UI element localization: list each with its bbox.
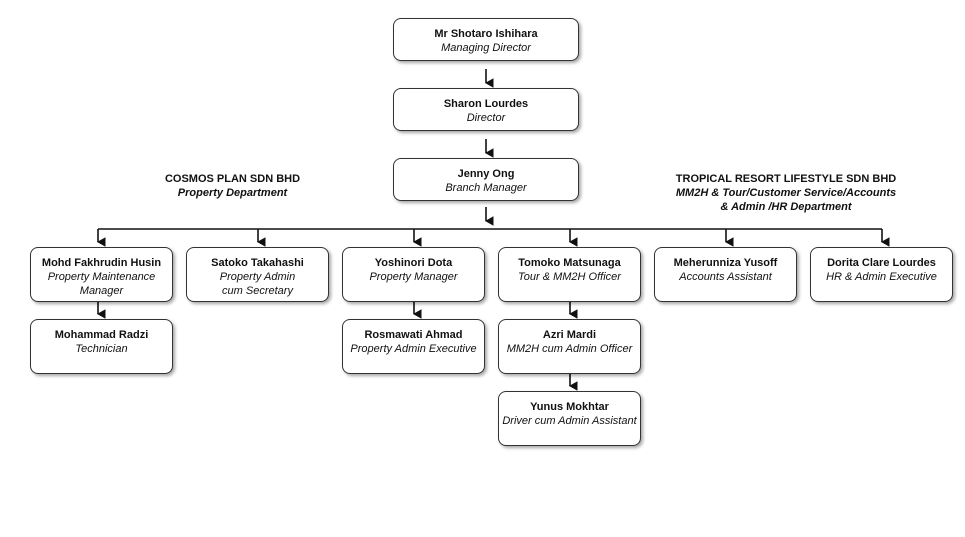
node-director: Sharon Lourdes Director [393, 88, 579, 131]
right-company-label: TROPICAL RESORT LIFESTYLE SDN BHD MM2H &… [675, 173, 897, 213]
node-azri: Azri Mardi MM2H cum Admin Officer [498, 319, 641, 374]
node-yunus: Yunus Mokhtar Driver cum Admin Assistant [498, 391, 641, 446]
node-mohd-fakhrudin: Mohd Fakhrudin Husin Property Maintenanc… [30, 247, 173, 302]
node-rosmawati: Rosmawati Ahmad Property Admin Executive [342, 319, 485, 374]
node-yoshinori: Yoshinori Dota Property Manager [342, 247, 485, 302]
node-tomoko: Tomoko Matsunaga Tour & MM2H Officer [498, 247, 641, 302]
left-company-label: COSMOS PLAN SDN BHD Property Department [164, 173, 301, 199]
node-dorita: Dorita Clare Lourdes HR & Admin Executiv… [810, 247, 953, 302]
node-mohammad-radzi: Mohammad Radzi Technician [30, 319, 173, 374]
node-branch-manager: Jenny Ong Branch Manager [393, 158, 579, 201]
node-managing-director: Mr Shotaro Ishihara Managing Director [393, 18, 579, 61]
node-satoko: Satoko Takahashi Property Admin cum Secr… [186, 247, 329, 302]
node-meherunniza: Meherunniza Yusoff Accounts Assistant [654, 247, 797, 302]
